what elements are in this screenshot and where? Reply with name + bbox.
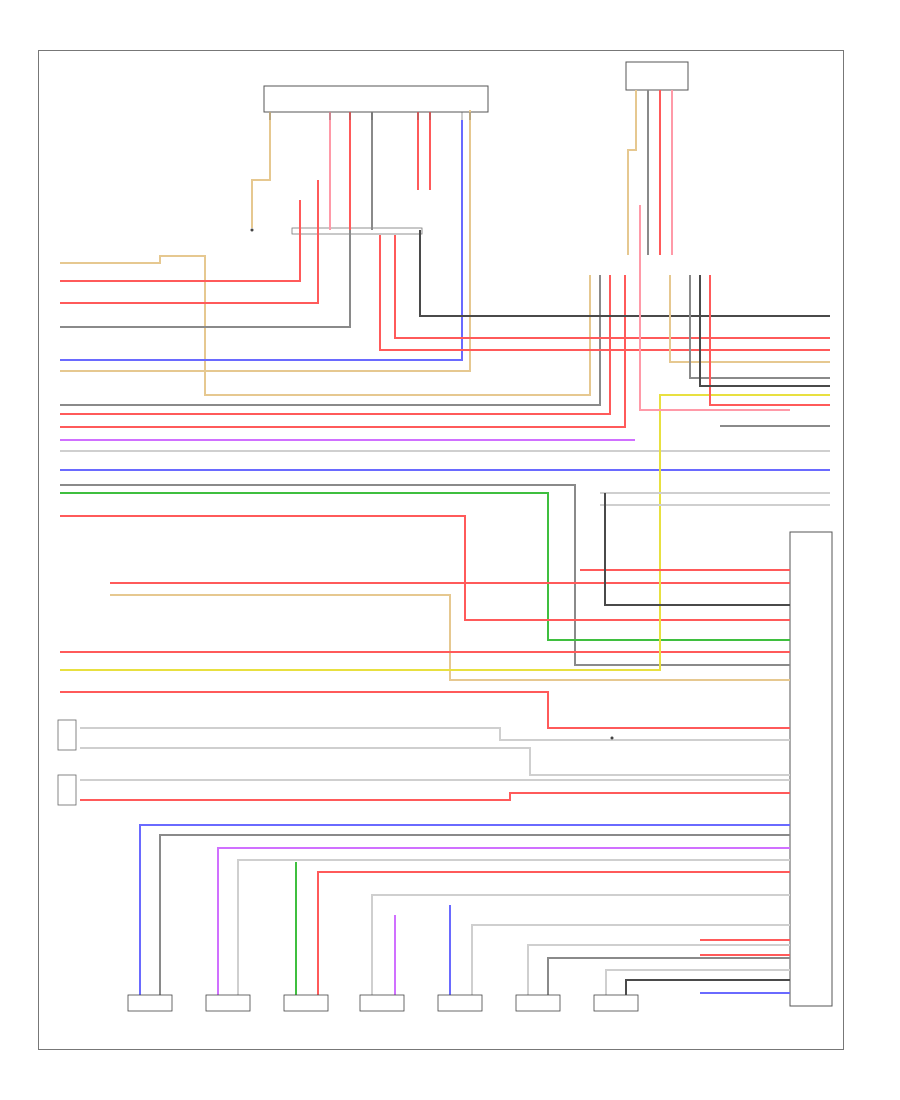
wire-tan-3 (110, 594, 790, 681)
speaker-7 (593, 994, 639, 1012)
splice-bar (291, 227, 423, 235)
wire-red-r2 (379, 235, 830, 351)
speaker-2 (205, 994, 251, 1012)
spk6-gray (547, 957, 790, 995)
switch-2 (57, 774, 77, 806)
wire-light-2 (80, 727, 790, 741)
wire-blue-1 (60, 120, 463, 361)
wire-dark-r3 (604, 493, 790, 606)
spk1-gray (159, 834, 790, 995)
wire-dark-r1 (419, 230, 830, 317)
wire-red-4 (60, 275, 626, 428)
wire-red-9 (80, 792, 790, 801)
spk4-light (371, 894, 790, 995)
spk6-light (527, 944, 790, 995)
wire-red-3 (60, 275, 611, 415)
wire-yellow-1 (60, 394, 830, 671)
wire-red-r1 (394, 235, 830, 339)
feed-tan-tr1 (627, 90, 637, 255)
wire-gray-1 (60, 230, 351, 328)
wire-red-2 (60, 180, 319, 304)
speaker-1 (127, 994, 173, 1012)
wire-red-8 (60, 691, 790, 729)
wire-green-1 (60, 492, 790, 641)
wire-red-1 (60, 200, 301, 282)
speakers (127, 994, 639, 1012)
wire-gray-3 (60, 484, 790, 666)
feed-tan-1 (251, 112, 271, 228)
switch-1 (57, 719, 77, 751)
right-module (789, 531, 833, 1007)
top-right-module (625, 61, 689, 91)
wire-red-r3 (709, 275, 830, 406)
wire-gray-r1 (689, 275, 830, 379)
spk1-blue (139, 824, 790, 995)
spk3-red (317, 871, 790, 995)
wire-tan-2 (60, 110, 471, 372)
speaker-6 (515, 994, 561, 1012)
wire-dark-r2 (699, 275, 830, 387)
spk2-light (237, 859, 790, 995)
wire-red-5 (60, 515, 790, 621)
wire-tan-r1 (669, 275, 830, 363)
ground-1 (250, 228, 254, 232)
speaker-5 (437, 994, 483, 1012)
diagram-frame (38, 50, 844, 1050)
wire-light-3 (80, 747, 790, 776)
speaker-4 (359, 994, 405, 1012)
wire-red-r4 (639, 205, 790, 411)
wire-gray-2 (60, 275, 601, 406)
spk7-light (605, 969, 790, 995)
spk7-dark (625, 979, 790, 995)
spk5-light (471, 924, 790, 995)
spk2-violet (217, 847, 790, 995)
top-center-module (263, 85, 489, 113)
speaker-3 (283, 994, 329, 1012)
ground-2 (610, 736, 614, 740)
wire-tan-1 (60, 255, 591, 396)
